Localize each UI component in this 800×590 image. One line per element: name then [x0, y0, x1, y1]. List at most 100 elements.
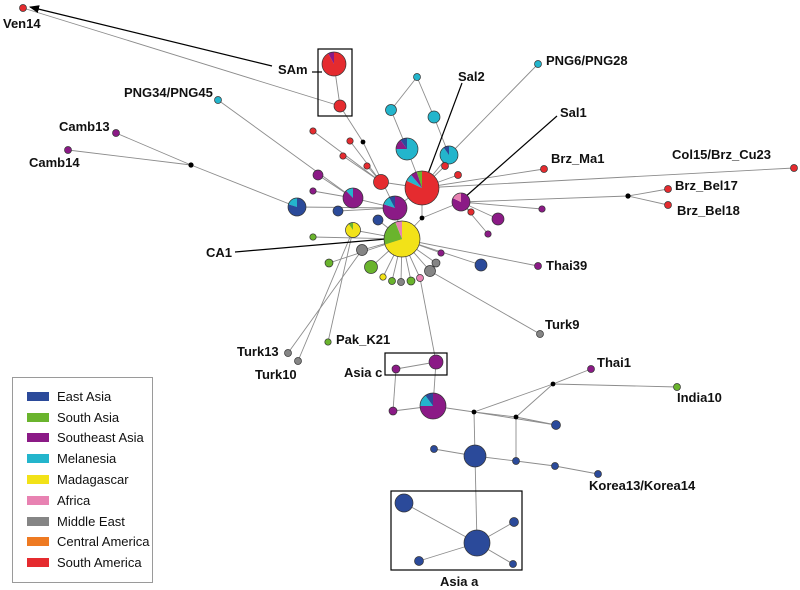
label-korea13-korea14: Korea13/Korea14: [589, 478, 696, 493]
legend: East Asia South Asia Southeast Asia Mela…: [12, 377, 153, 583]
legend-item-south-asia: South Asia: [13, 407, 152, 428]
label-camb14: Camb14: [29, 155, 80, 170]
haplotype-node-m_d: [395, 137, 419, 161]
haplotype-node-brz17: [664, 185, 672, 193]
network-edge: [515, 416, 557, 426]
network-edge: [627, 188, 669, 197]
pie-slice: [400, 138, 407, 149]
network-edge: [67, 149, 192, 166]
haplotype-node-a_a: [416, 274, 424, 282]
network-edge: [390, 76, 418, 111]
network-edge: [474, 455, 478, 544]
label-png6-png28: PNG6/PNG28: [546, 53, 628, 68]
pie-slice: [452, 193, 461, 202]
network-edge: [421, 168, 545, 189]
network-edge: [552, 383, 678, 388]
legend-label: Southeast Asia: [57, 430, 144, 446]
haplotype-node-p_b: [538, 205, 546, 213]
legend-label: Africa: [57, 492, 91, 508]
label-sam: SAm: [278, 62, 308, 77]
network-edge: [460, 195, 629, 203]
legend-label: Central America: [57, 534, 150, 550]
haplotype-node-s_a: [345, 222, 361, 238]
pie-slice: [383, 222, 402, 245]
haplotype-node-g_a: [356, 244, 368, 256]
haplotype-node-p_c: [484, 230, 492, 238]
haplotype-node-e_i: [551, 462, 559, 470]
median-vector-j_camb: [188, 162, 194, 168]
haplotype-node-p_f: [382, 195, 408, 221]
median-vector-j1: [471, 409, 477, 415]
haplotype-node-g_b: [397, 278, 405, 286]
haplotype-node-r_b: [346, 137, 354, 145]
network-edge: [115, 132, 192, 166]
label-sal1: Sal1: [560, 105, 587, 120]
haplotype-node-sal2: [404, 170, 440, 206]
haplotype-node-sam2: [333, 99, 347, 113]
network-edge: [327, 229, 354, 343]
label-turk9: Turk9: [545, 317, 579, 332]
ven14-arrow: [29, 5, 273, 67]
median-vector-j_sam: [360, 139, 366, 145]
legend-swatch: [27, 495, 49, 505]
label-col15-brz-cu23: Col15/Brz_Cu23: [672, 147, 771, 162]
network-edge: [22, 7, 341, 107]
haplotype-node-s_g: [406, 276, 416, 286]
network-edge: [190, 164, 298, 208]
label-asia-c: Asia c: [344, 365, 382, 380]
network-edge: [349, 140, 382, 183]
haplotype-node-r_d: [363, 162, 371, 170]
haplotype-node-m_b: [385, 104, 397, 116]
legend-label: South Asia: [57, 409, 120, 425]
sam-box: [317, 48, 353, 117]
haplotype-node-korea: [594, 470, 602, 478]
label-brz-bel18: Brz_Bel18: [677, 203, 740, 218]
network-edge: [401, 238, 539, 267]
haplotype-node-p_d: [312, 169, 324, 181]
haplotype-node-brz18: [664, 201, 672, 209]
haplotype-node-p_a: [491, 212, 505, 226]
network-edge: [312, 130, 382, 183]
haplotype-node-m_e: [439, 145, 459, 165]
network-edge: [403, 502, 478, 544]
label-thai39: Thai39: [546, 258, 587, 273]
haplotype-node-india10: [673, 383, 681, 391]
pie-slice: [342, 188, 363, 208]
network-edge: [515, 383, 554, 418]
node-labels: Ven14 SAm PNG34/PNG45 Sal2 PNG6/PNG28 Sa…: [3, 16, 771, 589]
legend-label: Middle East: [57, 513, 125, 529]
pie-slice: [345, 222, 361, 238]
haplotype-node-turk9: [536, 330, 544, 338]
haplotype-node-pak: [324, 338, 332, 346]
haplotype-node-aa_d: [509, 560, 517, 568]
network-edge: [552, 368, 592, 385]
haplotype-node-r_g: [441, 162, 449, 170]
legend-swatch: [27, 412, 49, 422]
network-edge: [296, 206, 396, 209]
haplotype-node-thai39: [534, 262, 542, 270]
label-ven14: Ven14: [3, 16, 41, 31]
median-vector-j2: [513, 414, 519, 420]
pie-slice: [411, 171, 422, 188]
legend-item-middle-east: Middle East: [13, 511, 152, 532]
network-edge: [419, 277, 437, 363]
haplotype-node-e_a: [287, 197, 307, 217]
network-edge: [297, 229, 354, 362]
haplotype-node-p_i: [388, 406, 398, 416]
network-edge: [554, 465, 599, 475]
haplotype-node-col15: [790, 164, 798, 172]
haplotype-node-png6: [534, 60, 542, 68]
pie-slice: [346, 188, 353, 198]
pie-slice: [406, 174, 422, 188]
label-camb13: Camb13: [59, 119, 110, 134]
label-ca1: CA1: [206, 245, 232, 260]
haplotype-node-g_c: [424, 265, 436, 277]
pie-slice: [420, 395, 433, 406]
pie-slice: [288, 198, 297, 207]
median-vector-j3: [550, 381, 556, 387]
pie-slice: [416, 171, 422, 188]
haplotype-node-m_a: [413, 73, 421, 81]
haplotype-node-r_e: [373, 174, 389, 190]
pie-slice: [328, 52, 334, 64]
haplotype-node-aa_b: [509, 517, 519, 527]
